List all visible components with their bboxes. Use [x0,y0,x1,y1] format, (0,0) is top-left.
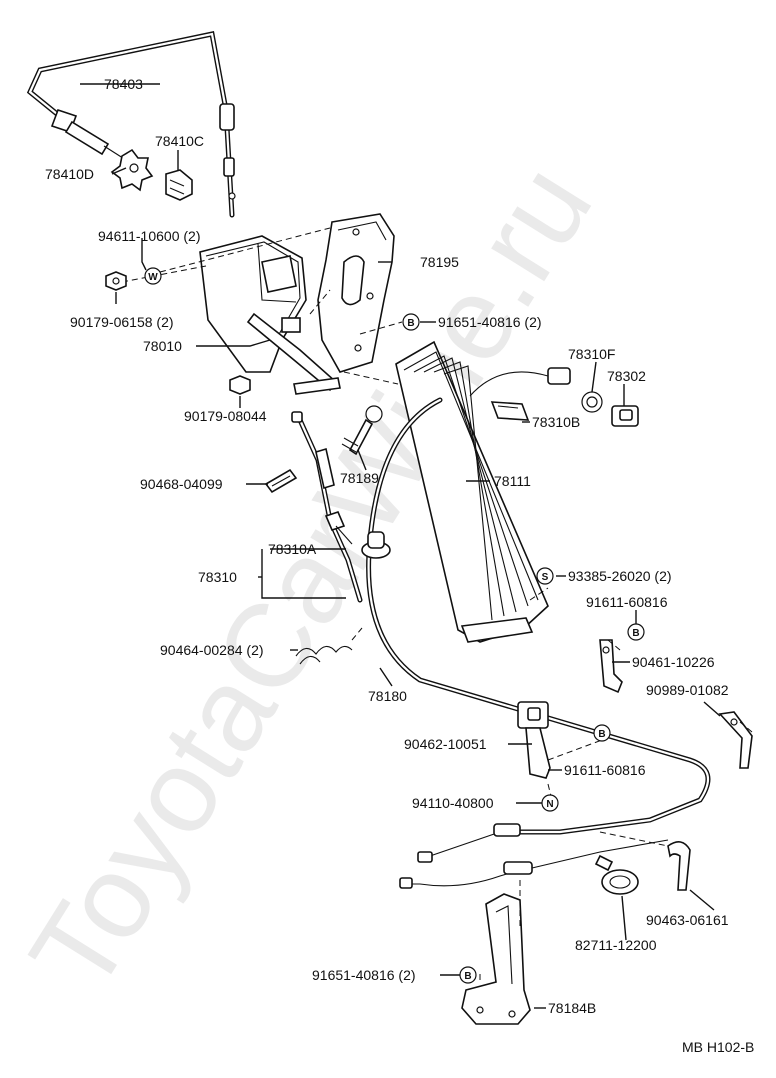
part-90179-08044 [229,375,251,395]
svg-text:N: N [546,799,553,810]
part-78310F [581,391,603,413]
label-78111: 78111 [494,473,531,489]
marker-S: S [536,567,554,585]
label-90464-00284: 90464-00284 (2) [160,642,264,658]
label-78310B: 78310B [532,414,580,430]
svg-text:B: B [464,971,471,982]
label-78180: 78180 [368,688,407,704]
marker-N: N [541,794,559,812]
label-91651-40816-bottom: 91651-40816 (2) [312,967,416,983]
part-78189 [341,405,383,456]
part-90468-04099 [264,468,298,494]
label-78410C: 78410C [155,133,204,149]
label-90468-04099: 90468-04099 [140,476,223,492]
part-78410C [165,169,193,201]
marker-B-top: B [402,313,420,331]
leader-lines [80,83,721,1009]
part-78184B [461,893,531,1025]
label-94611-10600: 94611-10600 (2) [98,228,200,244]
marker-W: W [144,267,162,285]
part-90463-06161 [667,841,691,891]
part-78195 [317,213,395,373]
part-78111-pedal [395,340,549,643]
svg-text:W: W [148,272,158,283]
label-78184B: 78184B [548,1000,596,1016]
svg-text:B: B [598,729,605,740]
part-82711-12200 [594,854,639,895]
label-78310: 78310 [198,569,237,585]
label-78189: 78189 [340,470,379,486]
label-91651-40816-top: 91651-40816 (2) [438,314,542,330]
svg-text:B: B [632,628,639,639]
part-78310B [490,401,530,421]
label-78410D: 78410D [45,166,94,182]
part-90179-06158 [105,271,127,291]
label-93385-26020: 93385-26020 (2) [568,568,672,584]
cable-78180 [366,397,711,889]
part-90989-01082 [718,711,753,769]
label-78310A: 78310A [268,541,317,557]
marker-B-mid: B [593,724,611,742]
label-78302: 78302 [607,368,646,384]
label-90179-08044: 90179-08044 [184,408,267,424]
label-91611-60816-mid: 91611-60816 [564,762,646,778]
label-90462-10051: 90462-10051 [404,736,487,752]
label-91611-60816-right: 91611-60816 [586,594,668,610]
label-90461-10226: 90461-10226 [632,654,715,670]
part-78010-bracket [199,235,341,395]
marker-B-right: B [627,623,645,641]
part-90464-00284 [295,645,353,665]
label-90179-06158: 90179-06158 (2) [70,314,174,330]
label-78195: 78195 [420,254,459,270]
diagram-code: MB H102-B [682,1039,754,1055]
svg-text:B: B [407,318,414,329]
part-78302 [611,405,639,427]
marker-B-bottom: B [459,966,477,984]
label-90463-06161: 90463-06161 [646,912,729,928]
label-78403: 78403 [104,76,143,92]
part-78310A [361,531,391,559]
label-78310F: 78310F [568,346,615,362]
label-94110-40800: 94110-40800 [412,795,494,811]
label-78010: 78010 [143,338,182,354]
label-82711-12200: 82711-12200 [575,937,657,953]
cable-78310-end [469,367,571,397]
leader-dash-upper [121,227,403,392]
cable-78310 [291,411,363,603]
svg-text:S: S [542,572,549,583]
part-90461-10226 [599,639,623,694]
cable-78403 [26,31,236,218]
part-78410D [110,148,154,192]
leader-dash-lower [351,587,753,980]
label-90989-01082: 90989-01082 [646,682,729,698]
part-90462-10051 [517,701,551,779]
